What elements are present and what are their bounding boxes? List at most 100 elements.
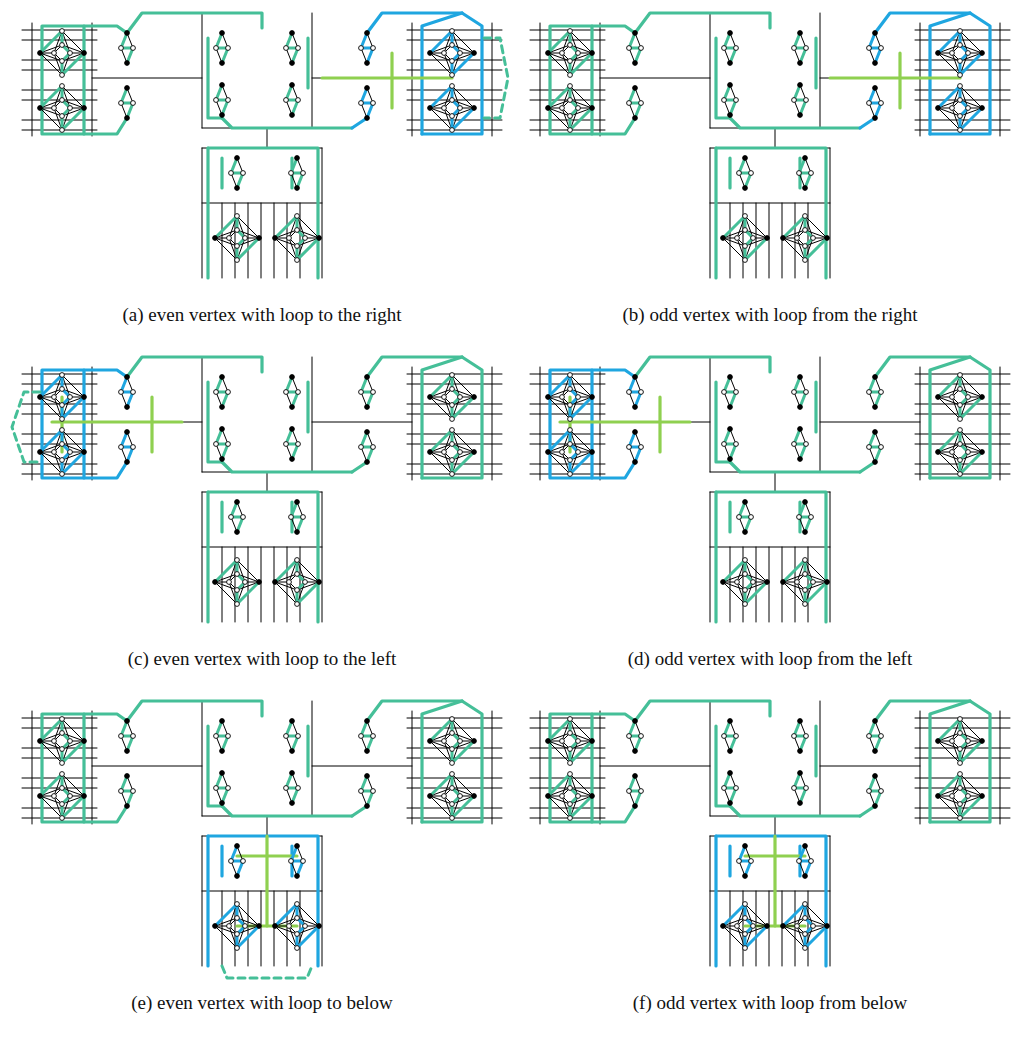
vertex [428, 51, 433, 56]
vertex [450, 731, 455, 736]
vertex [52, 106, 57, 111]
vertex [450, 417, 455, 422]
graph-stroke [202, 357, 203, 472]
vertex [633, 719, 638, 724]
vertex [958, 731, 963, 736]
vertex [590, 395, 595, 400]
vertex [958, 786, 963, 791]
vertex [803, 602, 808, 607]
vertex [728, 427, 733, 432]
vertex [371, 789, 376, 794]
vertex [284, 98, 289, 103]
graph-stroke [208, 726, 222, 806]
vertex [295, 258, 300, 263]
vertex [590, 450, 595, 455]
graph-stroke [22, 464, 97, 465]
vertex [568, 472, 573, 477]
vertex [811, 236, 816, 241]
graph-stroke [306, 726, 309, 776]
vertex [873, 116, 878, 121]
vertex [214, 98, 219, 103]
vertex [60, 747, 65, 752]
graph-stroke [312, 357, 313, 472]
graph-stroke [938, 774, 982, 818]
vertex [803, 916, 808, 921]
vertex [734, 390, 739, 395]
vertex [867, 445, 872, 450]
graph-stroke [730, 462, 860, 472]
vertex [235, 902, 240, 907]
vertex [958, 114, 963, 119]
vertex [442, 739, 447, 744]
graph-stroke [769, 547, 770, 622]
graph-stroke [312, 701, 313, 816]
graph-stroke [267, 128, 268, 148]
graph-stroke [287, 547, 288, 622]
vertex [958, 717, 963, 722]
vertex [958, 59, 963, 64]
vertex [633, 460, 638, 465]
graph-stroke [206, 836, 209, 966]
graph-stroke [600, 711, 601, 824]
vertex [568, 84, 573, 89]
graph-stroke [795, 203, 796, 278]
vertex [119, 734, 124, 739]
vertex [301, 859, 306, 864]
graph-stroke [267, 472, 268, 492]
vertex [284, 46, 289, 51]
vertex [546, 395, 551, 400]
vertex [950, 450, 955, 455]
vertex [60, 387, 65, 392]
graph-stroke [710, 701, 711, 816]
vertex [220, 719, 225, 724]
vertex [633, 61, 638, 66]
vertex [546, 794, 551, 799]
vertex [273, 236, 278, 241]
graph-stroke [600, 766, 710, 767]
graph-stroke [275, 216, 319, 260]
vertex [82, 51, 87, 56]
vertex [639, 734, 644, 739]
graph-stroke [430, 108, 452, 130]
graph-stroke [430, 796, 452, 818]
vertex [568, 816, 573, 821]
vertex [60, 458, 65, 463]
vertex [798, 83, 803, 88]
graph-stroke [322, 76, 452, 79]
vertex [804, 46, 809, 51]
vertex [958, 802, 963, 807]
graph-stroke [287, 203, 288, 278]
vertex [728, 113, 733, 118]
vertex [811, 924, 816, 929]
gadget-panel [22, 701, 502, 978]
graph-stroke [22, 70, 97, 71]
graph-stroke [22, 728, 97, 729]
vertex [803, 156, 808, 161]
vertex [241, 515, 246, 520]
vertex [633, 116, 638, 121]
graph-stroke [548, 452, 570, 474]
vertex [751, 236, 756, 241]
vertex [803, 932, 808, 937]
vertex [867, 734, 872, 739]
vertex [458, 794, 463, 799]
vertex [450, 59, 455, 64]
vertex [450, 717, 455, 722]
vertex [359, 390, 364, 395]
graph-stroke [492, 23, 493, 136]
vertex [825, 236, 830, 241]
graph-stroke [938, 108, 960, 130]
vertex [226, 786, 231, 791]
graph-stroke [40, 108, 62, 130]
graph-stroke [938, 375, 982, 419]
vertex [68, 395, 73, 400]
graph-stroke [52, 420, 182, 423]
graph-stroke [248, 547, 249, 622]
graph-stroke [723, 216, 767, 260]
vertex [359, 734, 364, 739]
vertex [749, 171, 754, 176]
vertex [950, 794, 955, 799]
vertex [743, 558, 748, 563]
vertex [966, 51, 971, 56]
graph-stroke [728, 846, 731, 876]
